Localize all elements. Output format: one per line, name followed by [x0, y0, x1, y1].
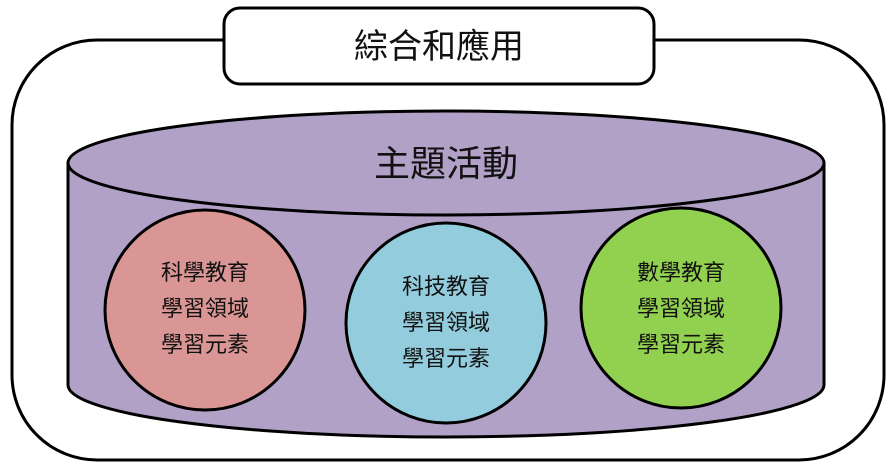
outer-title: 綜合和應用 [354, 27, 524, 67]
circle-technology-shape [344, 221, 548, 425]
circle-science-line-2: 學習領域 [161, 297, 249, 322]
circle-mathematics-line-3: 學習元素 [637, 333, 725, 358]
circle-mathematics-shape [579, 206, 783, 410]
circle-technology-line-2: 學習領域 [402, 311, 490, 336]
outer-title-box [222, 6, 656, 86]
circle-science-line-1: 科學教育 [161, 261, 249, 286]
circle-mathematics-line-1: 數學教育 [637, 261, 725, 286]
circle-technology-line-1: 科技教育 [402, 275, 490, 300]
circle-mathematics-line-2: 學習領域 [637, 297, 725, 322]
circle-science-line-3: 學習元素 [161, 333, 249, 358]
cylinder-title: 主題活動 [374, 144, 518, 185]
circle-technology-line-3: 學習元素 [402, 347, 490, 372]
cylinder-top [66, 109, 826, 217]
circle-science-shape [103, 208, 307, 412]
circle-technology: 科技教育 學習領域 學習元素 [344, 221, 548, 425]
circle-science: 科學教育 學習領域 學習元素 [103, 208, 307, 412]
circle-mathematics: 數學教育 學習領域 學習元素 [579, 206, 783, 410]
